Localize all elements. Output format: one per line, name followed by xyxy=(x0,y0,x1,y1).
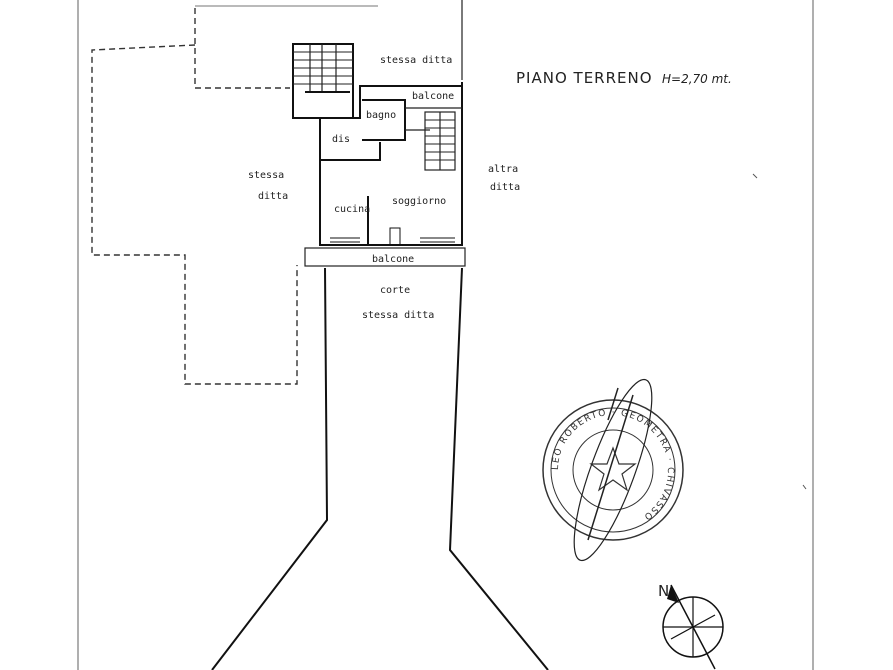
balcony-lower xyxy=(304,247,466,267)
stairwell-internal xyxy=(424,111,456,171)
courtyard-outline xyxy=(211,267,549,670)
label-cucina: cucina xyxy=(334,204,370,215)
label-court-1: corte xyxy=(380,285,410,296)
label-court-2: stessa ditta xyxy=(362,310,434,321)
label-left-neighbor-2: ditta xyxy=(258,191,288,202)
label-soggiorno: soggiorno xyxy=(392,196,446,207)
professional-seal: LEO ROBERTO · GEOMETRA · CHIVASSO xyxy=(542,378,684,562)
label-left-neighbor-1: stessa xyxy=(248,170,284,181)
seal-star-icon xyxy=(589,446,637,492)
north-label: N xyxy=(658,582,670,600)
plan-title: PIANO TERRENO xyxy=(516,69,653,87)
label-right-neighbor-1: altra xyxy=(488,164,518,175)
north-arrow-icon xyxy=(662,584,724,670)
height-note: H=2,70 mt. xyxy=(662,72,732,86)
window-marks xyxy=(330,227,455,245)
sheet-frame xyxy=(77,0,814,670)
label-top-neighbor: stessa ditta xyxy=(380,55,452,66)
label-bagno: bagno xyxy=(366,110,396,121)
label-balcony-lower: balcone xyxy=(372,254,414,265)
label-disimpegno: dis xyxy=(332,134,350,145)
stairwell-upper xyxy=(292,43,354,119)
margin-ticks xyxy=(752,173,807,490)
apartment-walls xyxy=(319,82,463,246)
label-balcony-upper: balcone xyxy=(412,91,454,102)
label-right-neighbor-2: ditta xyxy=(490,182,520,193)
neighbor-outline-dashed xyxy=(91,8,298,385)
